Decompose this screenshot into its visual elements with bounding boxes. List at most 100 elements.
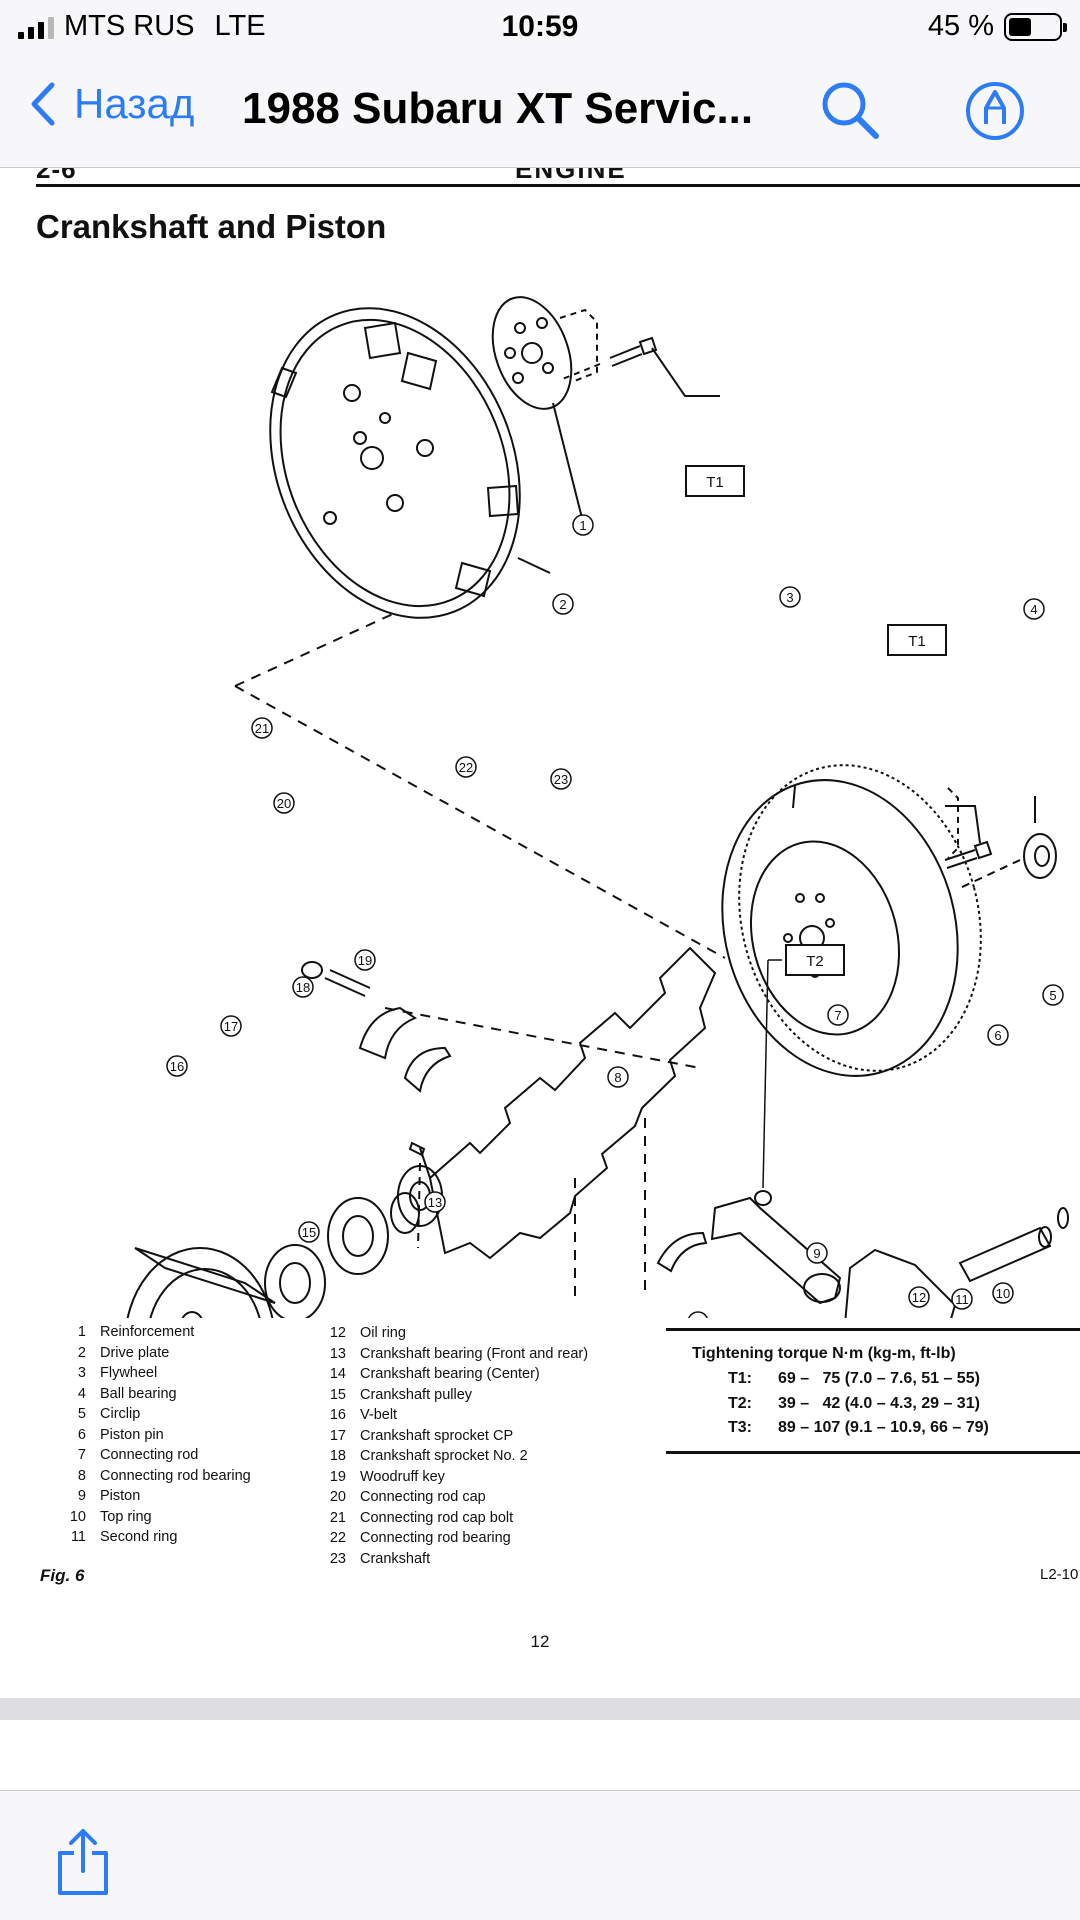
network-type: LTE — [214, 10, 266, 42]
section-title: Crankshaft and Piston — [36, 208, 387, 245]
legend-number: 12 — [329, 1325, 346, 1341]
callout-17: 17 — [224, 1019, 238, 1034]
legend-part-name: Crankshaft pulley — [360, 1386, 473, 1403]
legend-number: 1 — [77, 1324, 86, 1340]
legend-number: 2 — [77, 1344, 86, 1361]
torque-tag: T1: — [728, 1370, 752, 1387]
legend-part-name: Piston pin — [100, 1426, 164, 1443]
legend-number: 9 — [77, 1488, 86, 1504]
legend-part-name: Piston — [100, 1488, 141, 1504]
chevron-left-icon — [31, 82, 55, 126]
legend-number: 19 — [329, 1468, 346, 1485]
carrier-info: MTS RUS LTE — [18, 10, 266, 43]
exploded-view-diagram: T1 T1 T2 T3 1 2 3 4 5 6 7 8 9 10 11 12 1… — [126, 296, 1069, 1318]
legend-part-name: Crankshaft — [360, 1550, 431, 1567]
carrier-name: MTS RUS — [64, 10, 195, 42]
callout-18: 18 — [296, 980, 310, 995]
markup-pen-icon — [966, 82, 1024, 140]
legend-row: 13 Crankshaft bearing (Front and rear) — [316, 1344, 588, 1365]
status-bar: MTS RUS LTE 10:59 45 % — [0, 0, 1080, 56]
crankshaft-drawing — [397, 946, 717, 1298]
legend-row: 7 Connecting rod — [56, 1445, 251, 1466]
legend-number: 15 — [329, 1386, 346, 1403]
legend-part-name: Second ring — [100, 1529, 178, 1545]
callout-5: 5 — [1049, 988, 1056, 1003]
clock: 10:59 — [501, 10, 579, 43]
legend-row: 9 Piston — [56, 1486, 251, 1507]
back-button[interactable]: Назад — [28, 80, 194, 128]
callout-3: 3 — [786, 590, 793, 605]
legend-number: 23 — [329, 1550, 346, 1567]
torque-tag: T3: — [728, 1419, 752, 1436]
callout-15: 15 — [302, 1225, 316, 1240]
callout-7: 7 — [834, 1008, 841, 1023]
pdf-page[interactable]: 2-6 ENGINE Crankshaft and Piston — [0, 168, 1080, 1698]
torque-tag-t1-right: T1 — [908, 633, 926, 650]
legend-part-name: Crankshaft bearing (Center) — [360, 1366, 540, 1382]
legend-part-name: Crankshaft bearing (Front and rear) — [360, 1345, 589, 1362]
torque-value: 89 – 107 (9.1 – 10.9, 66 – 79) — [778, 1419, 989, 1436]
legend-row: 19 Woodruff key — [316, 1467, 588, 1488]
legend-row: 5 Circlip — [56, 1404, 251, 1425]
torque-title: Tightening torque N·m (kg-m, ft-lb) — [692, 1345, 956, 1362]
battery-percent: 45 % — [927, 10, 994, 42]
torque-row: T1:69 – 75 (7.0 – 7.6, 51 – 55) — [728, 1367, 1080, 1392]
legend-number: 5 — [77, 1406, 86, 1422]
search-button[interactable] — [818, 78, 882, 142]
callout-8: 8 — [614, 1070, 621, 1085]
sprocket-drawing — [264, 1192, 420, 1318]
legend-row: 12 Oil ring — [316, 1323, 588, 1344]
legend-number: 3 — [77, 1365, 86, 1381]
signal-strength-icon — [18, 15, 54, 39]
torque-tag-t1-top: T1 — [706, 474, 724, 491]
callout-23: 23 — [554, 772, 568, 787]
callout-19: 19 — [358, 953, 372, 968]
callout-2: 2 — [559, 597, 566, 612]
legend-part-name: Connecting rod — [100, 1447, 199, 1463]
flywheel-drawing — [721, 764, 982, 1077]
callout-22: 22 — [459, 760, 473, 775]
callout-1: 1 — [579, 518, 586, 533]
search-icon — [822, 82, 879, 139]
legend-number: 10 — [69, 1508, 86, 1525]
ball-bearing-drawing — [959, 796, 1057, 889]
callout-13: 13 — [428, 1195, 442, 1210]
legend-part-name: Oil ring — [360, 1325, 406, 1341]
callout-20: 20 — [277, 796, 291, 811]
callout-6: 6 — [994, 1028, 1001, 1043]
legend-part-name: Reinforcement — [100, 1324, 195, 1340]
legend-number: 7 — [77, 1447, 86, 1463]
torque-tag: T2: — [728, 1394, 752, 1412]
legend-number: 6 — [77, 1426, 86, 1443]
torque-rule-top — [666, 1328, 1080, 1331]
share-icon — [58, 1829, 108, 1895]
back-label: Назад — [74, 80, 195, 127]
legend-part-name: Circlip — [100, 1406, 141, 1422]
callout-9: 9 — [813, 1246, 820, 1261]
drive-plate-drawing — [269, 307, 521, 619]
markup-button[interactable] — [962, 78, 1028, 144]
legend-number: 4 — [77, 1385, 86, 1402]
navigation-bar: Назад 1988 Subaru XT Servic... — [0, 56, 1080, 168]
document-title: 1988 Subaru XT Servic... — [242, 84, 754, 133]
header-rule — [36, 184, 1080, 187]
legend-number: 13 — [329, 1345, 346, 1362]
legend-part-name: Connecting rod bearing — [360, 1530, 511, 1546]
piston-drawing — [844, 1248, 957, 1318]
callout-21: 21 — [255, 721, 269, 736]
share-button[interactable] — [56, 1827, 110, 1897]
legend-part-name: Woodruff key — [360, 1468, 445, 1485]
page-separator — [0, 1698, 1080, 1720]
legend-number: 20 — [329, 1489, 346, 1505]
